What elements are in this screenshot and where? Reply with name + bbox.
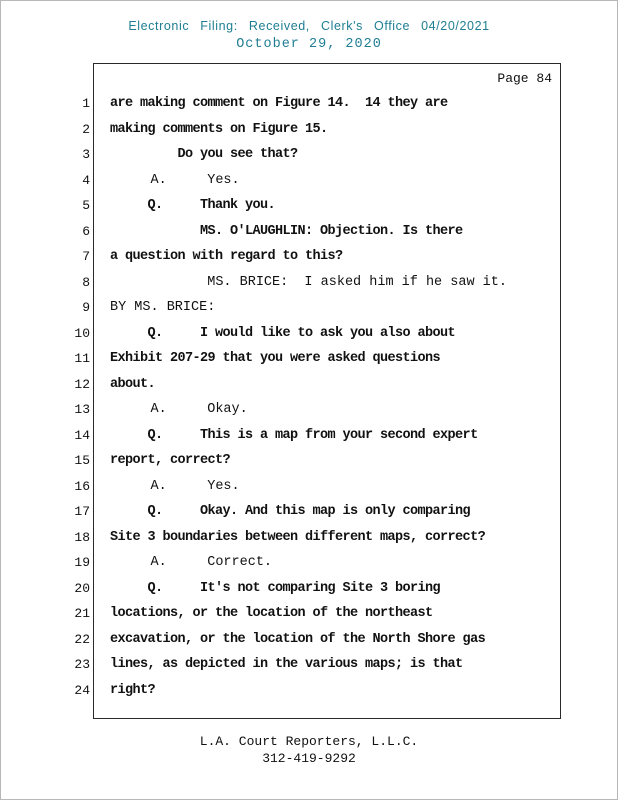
line-number: 7 <box>82 249 90 264</box>
deposition-date-text: October 29, 2020 <box>236 37 382 52</box>
line-text: A. Yes. <box>110 172 240 188</box>
line-number: 21 <box>74 606 90 621</box>
reporter-company-text: L.A. Court Reporters, L.L.C. <box>199 734 419 749</box>
transcript-line: 20 Q. It's not comparing Site 3 boring <box>74 576 556 602</box>
line-text: Do you see that? <box>110 147 299 162</box>
line-text: A. Correct. <box>110 555 273 570</box>
line-text: BY MS. BRICE: <box>110 300 216 315</box>
line-text: making comments on Figure 15. <box>110 121 328 137</box>
line-number: 3 <box>82 147 90 162</box>
line-text: excavation, or the location of the North… <box>110 631 486 647</box>
transcript-line: 16 A. Yes. <box>74 474 556 500</box>
transcript-line: 18 Site 3 boundaries between different ma… <box>74 525 556 551</box>
line-text: Site 3 boundaries between different maps… <box>110 529 486 545</box>
line-text: A. Okay. <box>110 402 248 417</box>
transcript-line: 9 BY MS. BRICE: <box>82 295 556 321</box>
line-number: 15 <box>74 453 90 468</box>
transcript-lines: 1 are making comment on Figure 14. 14 the… <box>74 91 556 704</box>
line-text: MS. O'LAUGHLIN: Objection. Is there <box>110 223 463 239</box>
line-text: MS. BRICE: I asked him if he saw it. <box>110 274 507 290</box>
line-number: 16 <box>74 478 90 494</box>
transcript-line: 21 locations, or the location of the nort… <box>74 601 556 627</box>
line-number: 17 <box>74 504 90 519</box>
line-text: about. <box>110 376 156 392</box>
transcript-line: 14 Q. This is a map from your second exp… <box>74 423 556 449</box>
line-text: Q. It's not comparing Site 3 boring <box>110 580 441 596</box>
reporter-phone-text: 312-419-9292 <box>262 751 356 766</box>
line-text: Exhibit 207-29 that you were asked quest… <box>110 351 441 366</box>
line-number: 20 <box>74 580 90 596</box>
transcript-line: 2 making comments on Figure 15. <box>82 117 556 143</box>
line-number: 1 <box>82 96 90 111</box>
line-text: are making comment on Figure 14. 14 they… <box>110 96 448 111</box>
line-text: Q. Thank you. <box>110 198 276 213</box>
line-number: 19 <box>74 555 90 570</box>
line-number: 8 <box>82 274 90 290</box>
efiling-stamp-text: Electronic Filing: Received, Clerk's Off… <box>128 19 490 33</box>
transcript-line: 23 lines, as depicted in the various maps… <box>74 652 556 678</box>
transcript-line: 11 Exhibit 207-29 that you were asked que… <box>74 346 556 372</box>
transcript-line: 1 are making comment on Figure 14. 14 the… <box>82 91 556 117</box>
transcript-line: 12 about. <box>74 372 556 398</box>
transcript-line: 8 MS. BRICE: I asked him if he saw it. <box>82 270 556 296</box>
transcript-line: 24 right? <box>74 678 556 704</box>
transcript-line: 3 Do you see that? <box>82 142 556 168</box>
line-text: lines, as depicted in the various maps; … <box>110 657 463 672</box>
transcript-sheet: Page 84 1 are making comment on Figure 14… <box>74 63 561 719</box>
transcript-line: 7 a question with regard to this? <box>82 244 556 270</box>
transcript-line: 22 excavation, or the location of the Nor… <box>74 627 556 653</box>
line-text: A. Yes. <box>110 478 240 494</box>
transcript-line: 6 MS. O'LAUGHLIN: Objection. Is there <box>82 219 556 245</box>
line-number: 14 <box>74 427 90 443</box>
line-number: 12 <box>74 376 90 392</box>
transcript-line: 5 Q. Thank you. <box>82 193 556 219</box>
line-text: a question with regard to this? <box>110 249 343 264</box>
transcript-line: 4 A. Yes. <box>82 168 556 194</box>
transcript-line: 13 A. Okay. <box>74 397 556 423</box>
transcript-line: 10 Q. I would like to ask you also about <box>74 321 556 347</box>
transcript-line: 17 Q. Okay. And this map is only compari… <box>74 499 556 525</box>
line-number: 9 <box>82 300 90 315</box>
line-number: 10 <box>74 325 90 341</box>
transcript-line: 15 report, correct? <box>74 448 556 474</box>
line-number: 5 <box>82 198 90 213</box>
page-number-label: Page 84 <box>497 71 552 86</box>
efiling-header: Electronic Filing: Received, Clerk's Off… <box>1 19 617 52</box>
line-number: 4 <box>82 172 90 188</box>
line-number: 2 <box>82 121 90 137</box>
line-number: 23 <box>74 657 90 672</box>
line-number: 24 <box>74 682 90 698</box>
line-number: 22 <box>74 631 90 647</box>
line-number: 18 <box>74 529 90 545</box>
line-text: Q. I would like to ask you also about <box>110 325 456 341</box>
line-text: Q. Okay. And this map is only comparing <box>110 504 471 519</box>
reporter-footer: L.A. Court Reporters, L.L.C. 312-419-929… <box>1 733 617 767</box>
line-number: 13 <box>74 402 90 417</box>
line-number: 6 <box>82 223 90 239</box>
line-text: right? <box>110 682 156 698</box>
line-number: 11 <box>74 351 90 366</box>
line-text: Q. This is a map from your second expert <box>110 427 479 443</box>
transcript-line: 19 A. Correct. <box>74 550 556 576</box>
line-text: report, correct? <box>110 453 231 468</box>
line-text: locations, or the location of the northe… <box>110 606 433 621</box>
